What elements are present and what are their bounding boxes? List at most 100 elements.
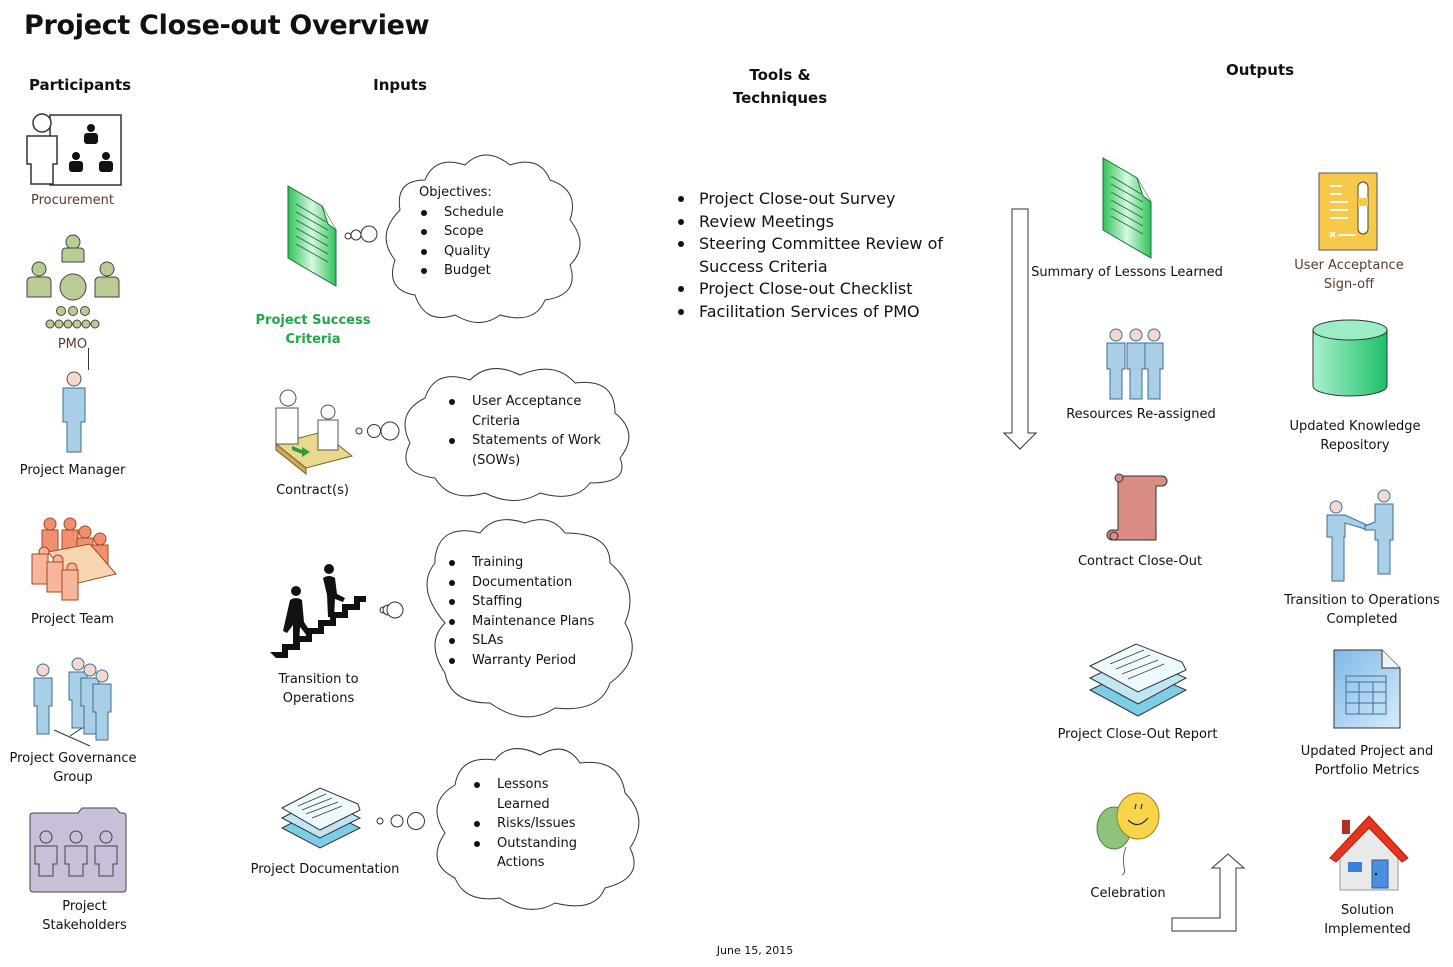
- cloud-item: Training: [447, 553, 627, 573]
- cloud-item: Outstanding Actions: [472, 834, 602, 873]
- output-signoff-label: User Acceptance Sign-off: [1280, 256, 1418, 294]
- cloud-3-text: Training Documentation Staffing Maintena…: [447, 553, 627, 670]
- participant-project-team-label: Project Team: [31, 612, 114, 627]
- cloud-item: Lessons Learned: [472, 775, 602, 814]
- cloud-item: Statements of Work (SOWs): [447, 431, 607, 470]
- people-group-icon: [33, 657, 112, 747]
- input-transition-label: Transition to Operations: [256, 670, 381, 708]
- contract-meeting-icon: [274, 389, 354, 476]
- signoff-label-line1: User Acceptance: [1294, 258, 1404, 273]
- thought-cloud-4: [376, 748, 640, 910]
- governance-label-line2: Group: [53, 770, 93, 785]
- signoff-icon: [1318, 172, 1378, 251]
- participant-governance-label: Project Governance Group: [2, 749, 144, 787]
- database-icon: [1312, 319, 1388, 397]
- cloud-item: Budget: [419, 261, 569, 281]
- person-icon: [62, 371, 86, 453]
- cloud-item: User Acceptance Criteria: [447, 392, 607, 431]
- input-contracts-label: Contract(s): [276, 483, 349, 498]
- connector-line: [88, 348, 89, 370]
- footer-date: June 15, 2015: [716, 944, 794, 957]
- metrics-label-line2: Portfolio Metrics: [1314, 763, 1420, 778]
- cloud-1-text: Objectives: Schedule Scope Quality Budge…: [419, 183, 569, 281]
- output-lessons-label: Summary of Lessons Learned: [1031, 265, 1223, 280]
- team-table-icon: [31, 517, 117, 601]
- scroll-icon: [1106, 473, 1168, 541]
- stairs-icon: [270, 564, 366, 658]
- tools-list: Project Close-out Survey Review Meetings…: [678, 188, 968, 323]
- spreadsheet-icon: [1333, 649, 1401, 729]
- cloud-2-text: User Acceptance Criteria Statements of W…: [447, 392, 607, 470]
- green-document-icon: [287, 185, 337, 287]
- metrics-label-line1: Updated Project and: [1300, 744, 1434, 759]
- cloud-4-list: Lessons Learned Risks/Issues Outstanding…: [472, 775, 602, 873]
- participant-procurement-label: Procurement: [30, 193, 115, 208]
- cloud-item: Risks/Issues: [472, 814, 602, 834]
- cloud-item: Documentation: [447, 573, 627, 593]
- stakeholders-label-line2: Stakeholders: [42, 918, 127, 933]
- participant-stakeholders-label: Project Stakeholders: [22, 897, 147, 935]
- cloud-item: Quality: [419, 242, 569, 262]
- input-documentation-label: Project Documentation: [250, 862, 400, 877]
- thought-cloud-2: [355, 368, 630, 501]
- output-metrics-label: Updated Project and Portfolio Metrics: [1287, 742, 1447, 780]
- document-stack-icon: [280, 787, 362, 849]
- output-report-label: Project Close-Out Report: [1057, 727, 1218, 742]
- procurement-icon: [26, 113, 122, 186]
- signoff-label-line2: Sign-off: [1323, 277, 1375, 292]
- balloons-icon: [1096, 792, 1160, 876]
- governance-label-line1: Project Governance: [9, 751, 137, 766]
- tools-header-line1: Tools &: [749, 66, 811, 84]
- tool-item: Steering Committee Review of Success Cri…: [678, 233, 968, 278]
- cloud-4-text: Lessons Learned Risks/Issues Outstanding…: [472, 775, 602, 873]
- output-repository-label: Updated Knowledge Repository: [1280, 417, 1430, 455]
- repository-label-line2: Repository: [1320, 438, 1390, 453]
- tools-header: Tools & Techniques: [700, 64, 860, 110]
- participant-pmo-label: PMO: [57, 337, 88, 352]
- cloud-1-list: Schedule Scope Quality Budget: [419, 203, 569, 281]
- green-document-icon: [1102, 157, 1152, 259]
- cloud-heading: Objectives:: [419, 185, 492, 200]
- input-success-criteria-label: Project Success Criteria: [255, 313, 371, 347]
- cloud-3-list: Training Documentation Staffing Maintena…: [447, 553, 627, 670]
- page-title: Project Close-out Overview: [24, 10, 430, 41]
- stakeholders-label-line1: Project: [62, 899, 107, 914]
- thought-cloud-1: [344, 154, 581, 323]
- output-resources-label: Resources Re-assigned: [1066, 407, 1216, 422]
- handshake-icon: [1326, 489, 1394, 582]
- cloud-item: Maintenance Plans: [447, 612, 627, 632]
- tool-item: Facilitation Services of PMO: [678, 301, 968, 324]
- cloud-item: Schedule: [419, 203, 569, 223]
- down-arrow-icon: [1002, 208, 1038, 450]
- cloud-item: Warranty Period: [447, 651, 627, 671]
- solution-label-line2: Implemented: [1324, 922, 1411, 937]
- transition-label-line2: Operations: [282, 691, 355, 706]
- cloud-item: SLAs: [447, 631, 627, 651]
- cloud-2-list: User Acceptance Criteria Statements of W…: [447, 392, 607, 470]
- repository-label-line1: Updated Knowledge: [1289, 419, 1421, 434]
- tool-item: Review Meetings: [678, 211, 968, 234]
- output-contract-closeout-label: Contract Close-Out: [1077, 554, 1203, 569]
- transition-completed-line1: Transition to Operations: [1284, 593, 1440, 608]
- tool-item: Project Close-out Checklist: [678, 278, 968, 301]
- transition-completed-line2: Completed: [1326, 612, 1398, 627]
- inputs-header: Inputs: [373, 76, 427, 94]
- cloud-item: Scope: [419, 222, 569, 242]
- pmo-org-icon: [26, 234, 120, 329]
- participants-header: Participants: [28, 76, 132, 94]
- transition-label-line1: Transition to: [278, 672, 359, 687]
- solution-label-line1: Solution: [1341, 903, 1394, 918]
- outputs-header: Outputs: [1225, 61, 1295, 79]
- house-icon: [1329, 815, 1409, 891]
- up-arrow-icon: [1171, 853, 1246, 932]
- stakeholders-folder-icon: [29, 807, 127, 893]
- tool-item: Project Close-out Survey: [678, 188, 968, 211]
- output-celebration-label: Celebration: [1090, 886, 1166, 901]
- tools-header-line2: Techniques: [732, 89, 828, 107]
- thought-cloud-3: [379, 519, 633, 718]
- document-stack-icon: [1088, 643, 1188, 717]
- output-transition-completed-label: Transition to Operations Completed: [1277, 591, 1447, 629]
- cloud-item: Staffing: [447, 592, 627, 612]
- participant-project-manager-label: Project Manager: [19, 463, 126, 478]
- people-icon: [1106, 328, 1164, 400]
